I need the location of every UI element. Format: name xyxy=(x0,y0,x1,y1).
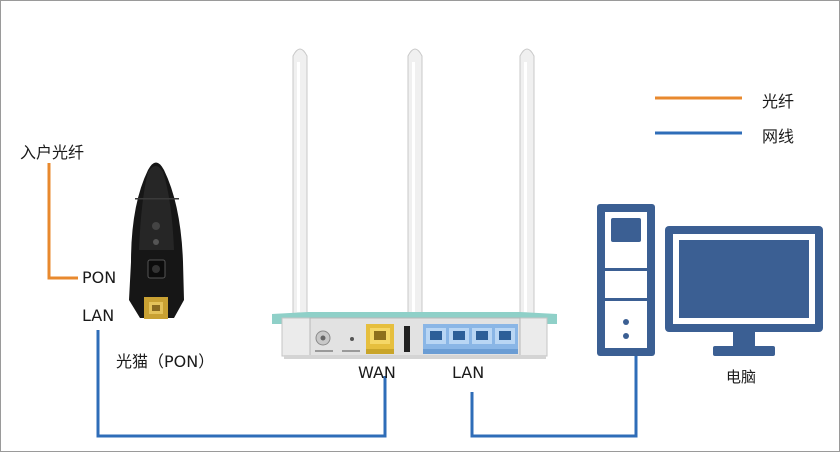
modem-lan-port-label: LAN xyxy=(82,306,115,325)
computer xyxy=(597,204,823,356)
computer-caption: 电脑 xyxy=(726,368,757,386)
modem-caption: 光猫（PON） xyxy=(116,352,215,371)
router-wan-port-label: WAN xyxy=(358,363,396,382)
modem-pon-port-label: PON xyxy=(82,268,117,287)
legend-fiber-label: 光纤 xyxy=(762,92,795,111)
optical-modem xyxy=(129,162,184,319)
fiber-cable xyxy=(47,163,78,280)
cable-router-lan-to-pc xyxy=(470,350,638,438)
cable-modem-to-router-wan xyxy=(96,330,387,438)
fiber-input-label: 入户光纤 xyxy=(20,143,85,162)
legend-cable-label: 网线 xyxy=(762,127,795,146)
router-lan-port-label: LAN xyxy=(452,363,485,382)
wireless-router xyxy=(272,48,557,359)
